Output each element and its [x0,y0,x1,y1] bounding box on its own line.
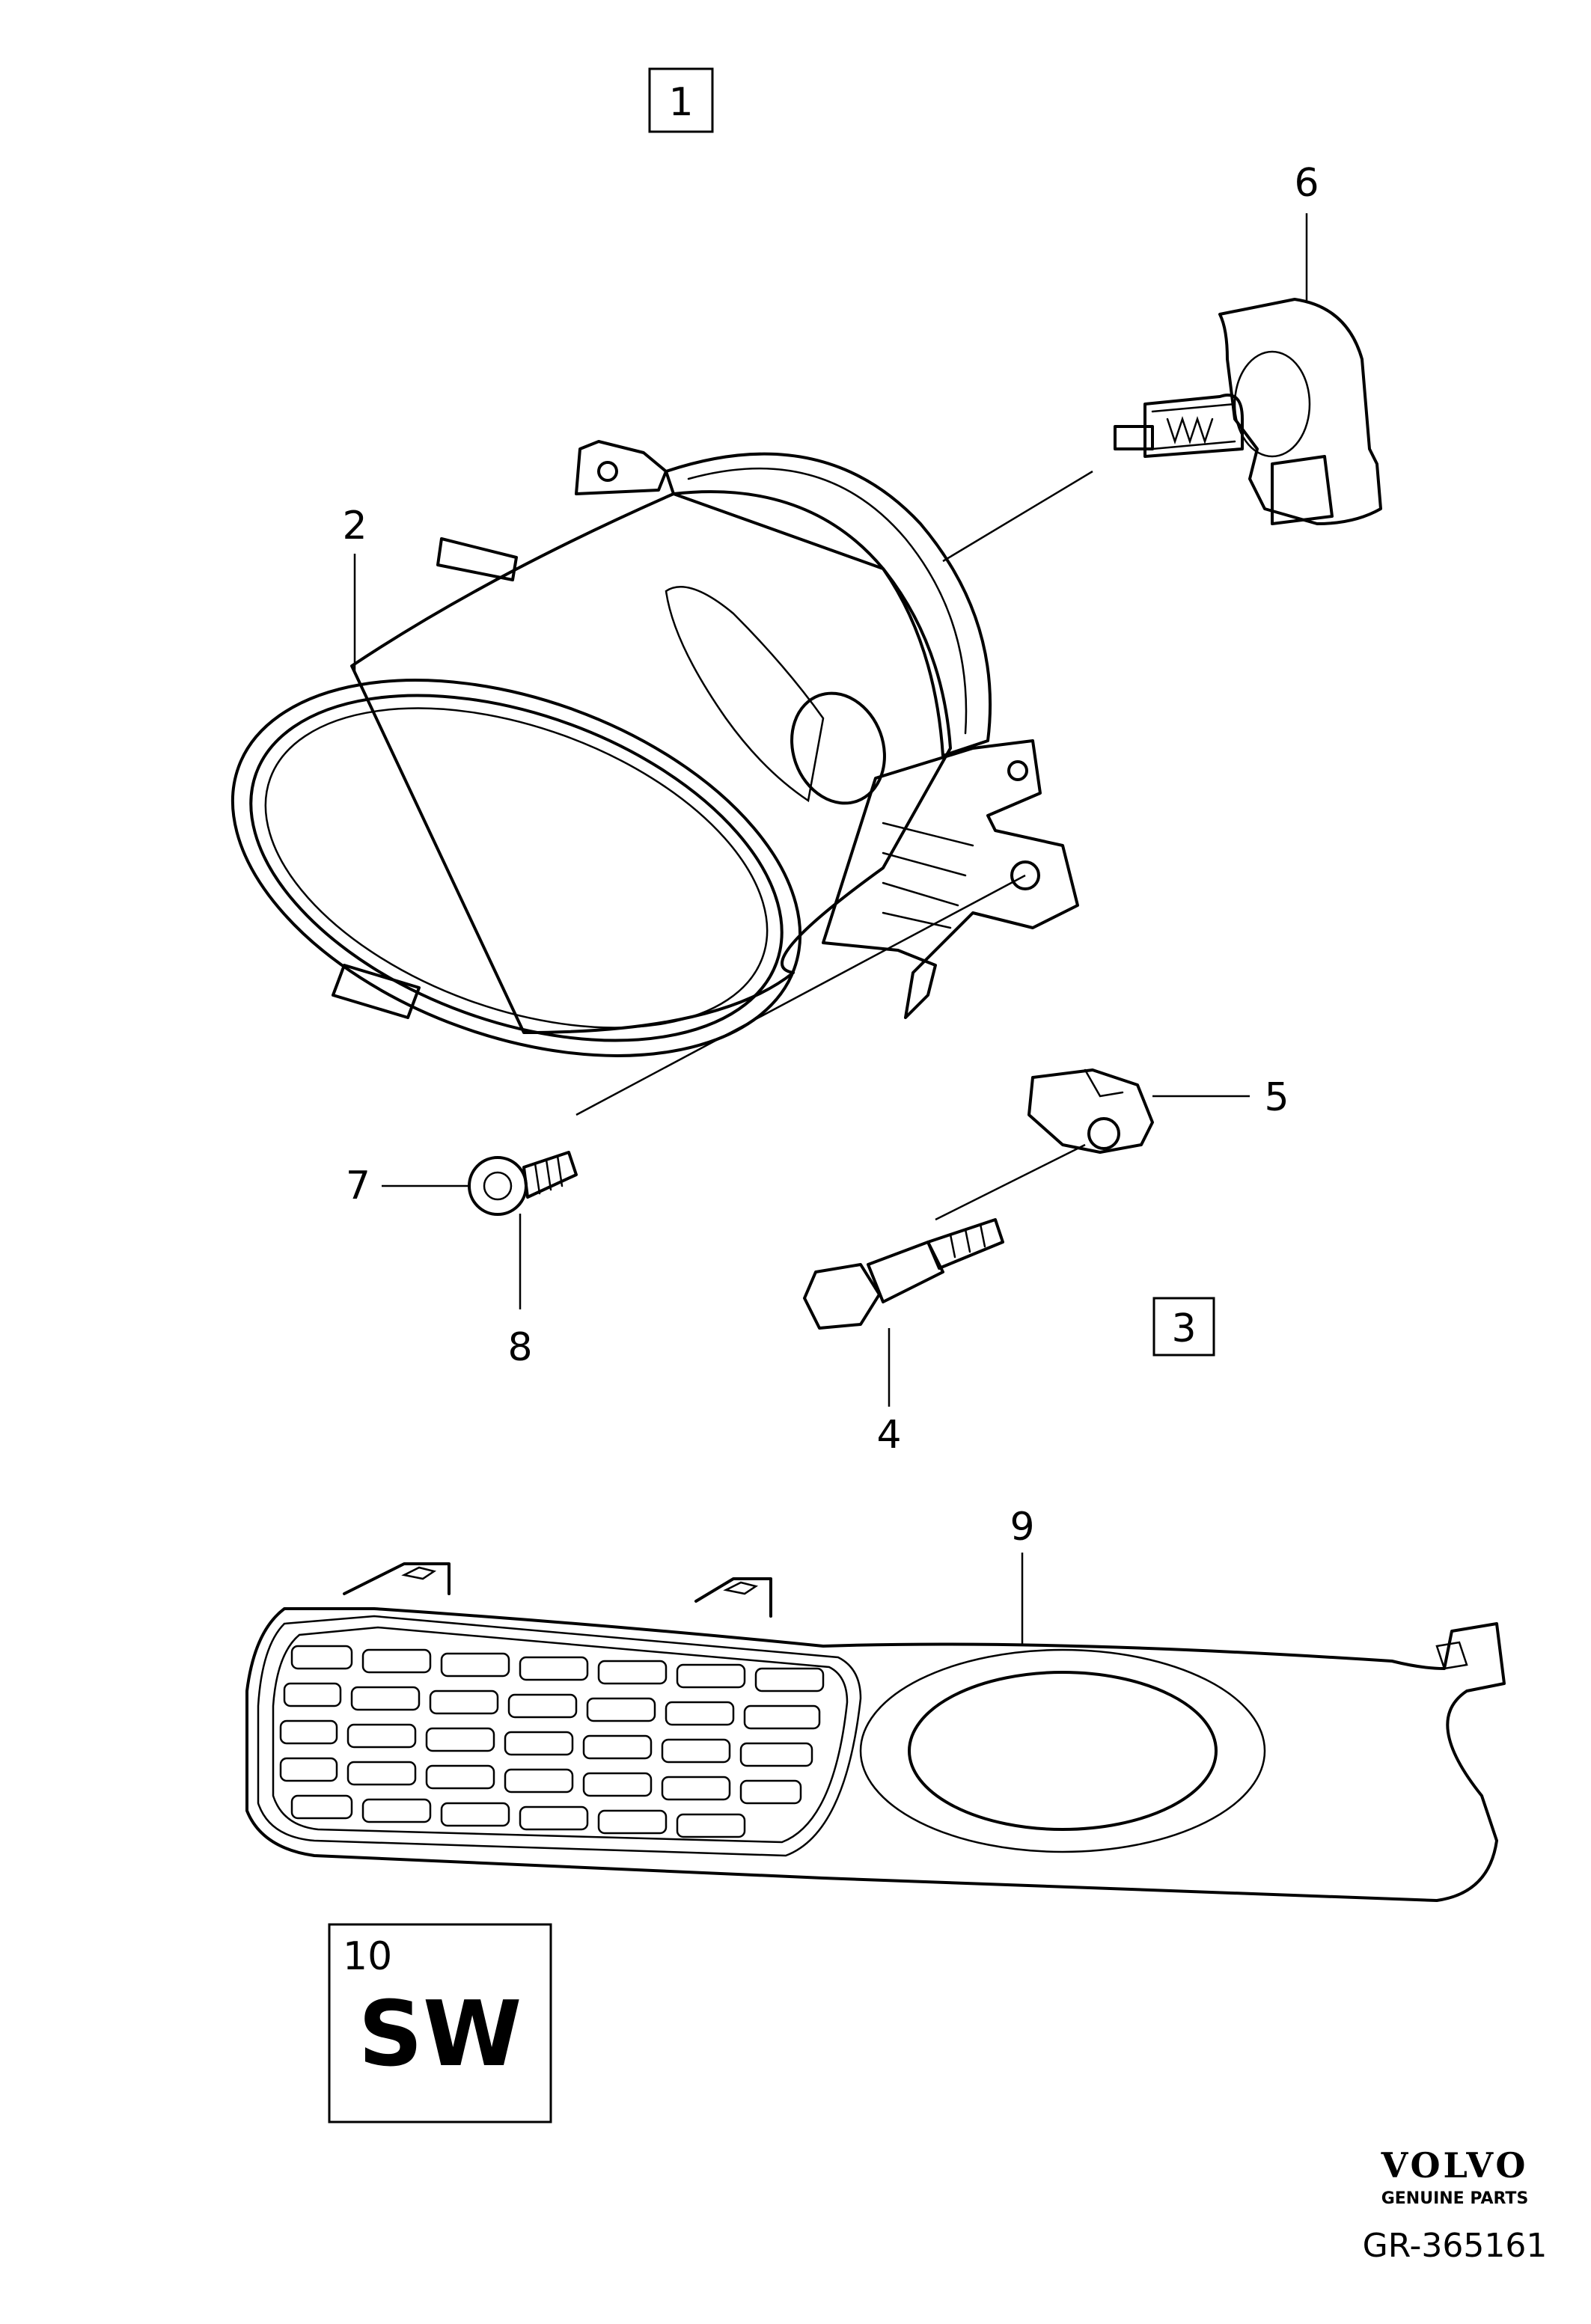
variant-box-10: 10 SW [328,1923,552,2123]
callout-8-label: 8 [507,1325,532,1370]
brand-block: VOLVO GENUINE PARTS GR-365161 [1363,2145,1548,2265]
bulb-6: 6 [942,161,1382,563]
diagram-reference: GR-365161 [1363,2227,1548,2265]
adjuster-4: 4 [803,1143,1086,1458]
callout-1-label: 1 [668,80,693,125]
callout-5-label: 5 [1264,1075,1289,1120]
clip-5: 5 [1027,1068,1289,1154]
screw-7-8: 7 8 [346,874,1026,1370]
callout-6-label: 6 [1294,161,1319,206]
callout-box-1: 1 [648,67,714,133]
brand-logo: VOLVO [1381,2145,1529,2186]
callout-box-3: 3 [1152,1297,1215,1357]
callout-9-label: 9 [1010,1505,1034,1550]
brand-tagline: GENUINE PARTS [1381,2189,1529,2208]
variant-label: SW [358,1983,522,2087]
fog-lamp-grille-9: 9 [245,1505,1506,1902]
callout-3-label: 3 [1171,1306,1196,1351]
fog-lamp-housing [230,440,1079,1057]
callout-2-label: 2 [342,504,367,548]
callout-4-label: 4 [876,1413,901,1458]
callout-10-label: 10 [343,1934,392,1979]
callout-2: 2 [342,504,367,673]
callout-7-label: 7 [346,1163,370,1208]
grille-slots [279,1645,825,1838]
